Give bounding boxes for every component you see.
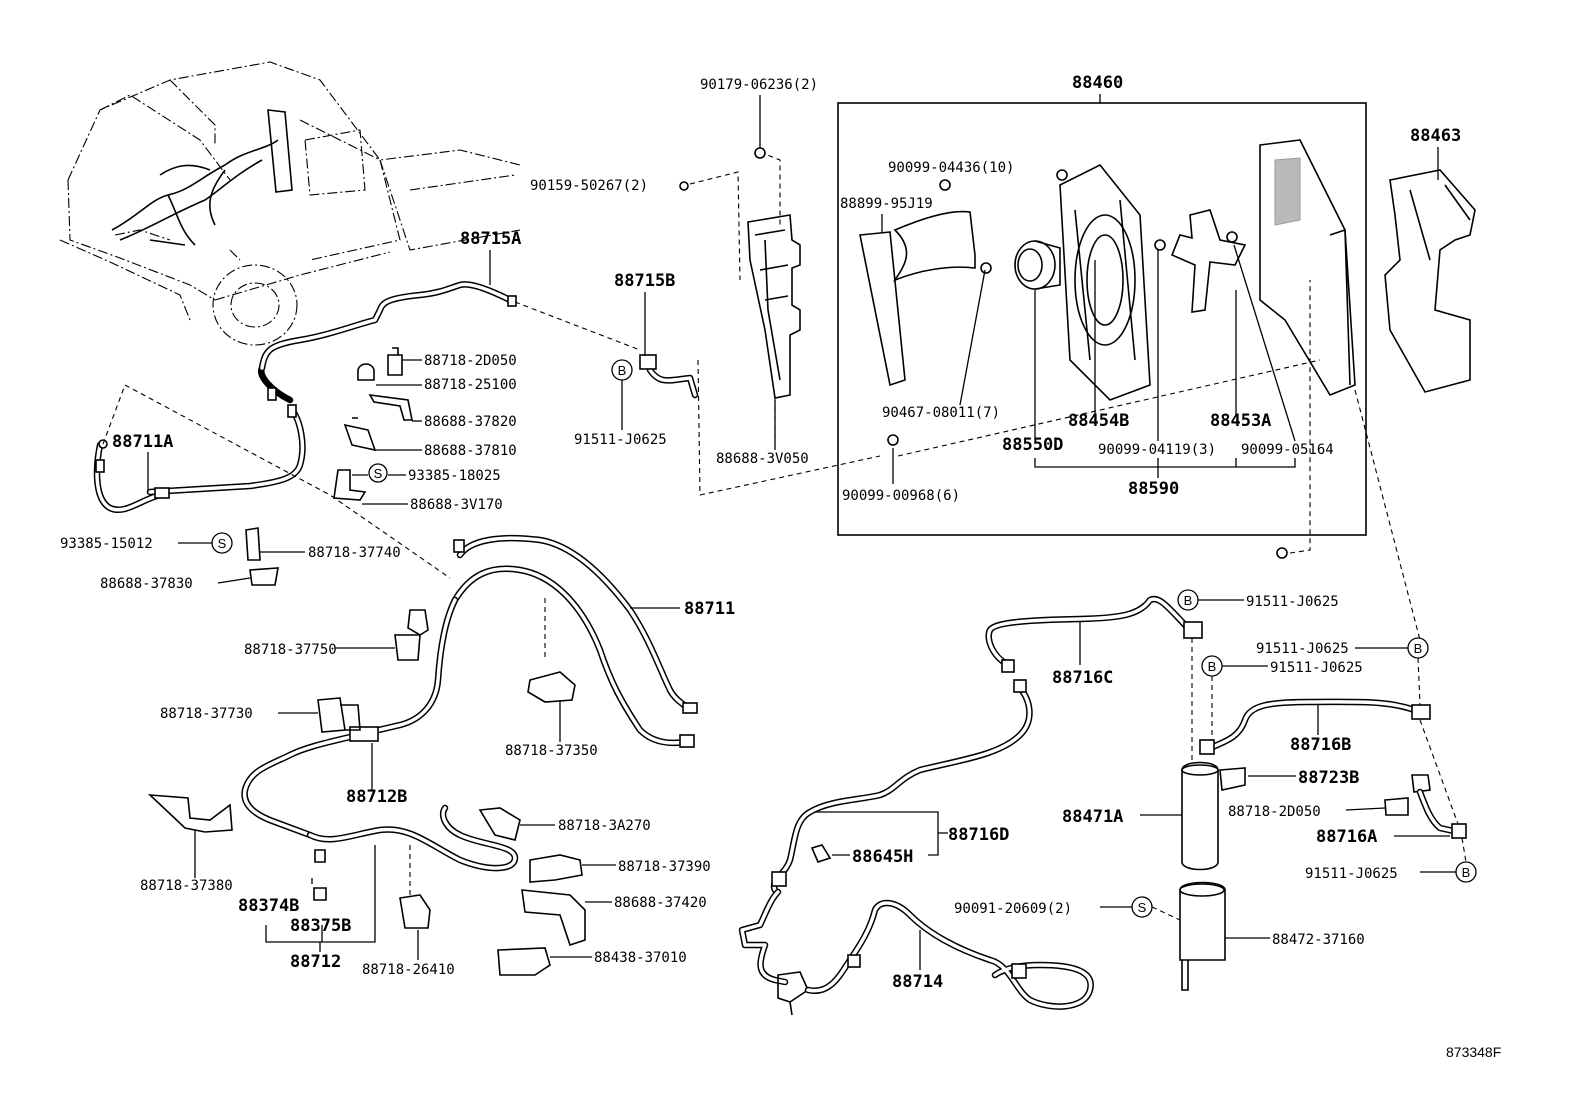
label-88718-2D050-upper: 88718-2D050 — [424, 353, 517, 369]
label-88453A: 88453A — [1210, 411, 1271, 431]
pipe-88711A — [93, 439, 170, 513]
label-88718-37350: 88718-37350 — [505, 743, 598, 759]
b-marker-88716B-right: B — [1414, 641, 1423, 656]
label-88718-37390: 88718-37390 — [618, 859, 711, 875]
label-88645H: 88645H — [852, 847, 913, 867]
group-93385-15012: 93385-15012 S 88718-37740 88688-37830 — [60, 527, 401, 592]
label-88715B: 88715B — [614, 271, 675, 291]
pipe-88715A — [146, 281, 517, 496]
label-88688-37830: 88688-37830 — [100, 576, 193, 592]
left-labels: 88715A 88711A 88718-2D050 88718-25100 88… — [112, 229, 521, 513]
label-93385-15012: 93385-15012 — [60, 536, 153, 552]
label-88716B: 88716B — [1290, 735, 1351, 755]
bracket-88688-3V050: 90179-06236(2) 90159-50267(2) 88688-3V05… — [530, 77, 818, 467]
label-88718-26410: 88718-26410 — [362, 962, 455, 978]
fan-assembly-88460: 88460 88899-95J19 90099-04436(10) 90467-… — [837, 73, 1367, 536]
pipe-88716A: 88718-2D050 88716A B 91511-J0625 — [1228, 719, 1477, 883]
brackets-middle-left: 88718-37750 88718-37730 88718-37350 8871… — [140, 609, 711, 978]
label-88712B: 88712B — [346, 787, 407, 807]
s-marker-93385-18025: S — [374, 466, 383, 481]
pipe-88711: 88711 — [451, 534, 735, 748]
label-88715A: 88715A — [460, 229, 521, 249]
pipe-88715B — [639, 354, 881, 496]
pipe-88714: 88714 — [738, 888, 1094, 1016]
label-91511-J0625-lower: 91511-J0625 — [1305, 866, 1398, 882]
label-90099-04436: 90099-04436(10) — [888, 160, 1014, 176]
s-marker-93385-15012: S — [218, 536, 227, 551]
diagram-reference-code: 873348F — [1446, 1044, 1501, 1060]
label-91511-J0625-mid: 91511-J0625 — [1270, 660, 1363, 676]
label-88711A: 88711A — [112, 432, 173, 452]
label-90159-50267: 90159-50267(2) — [530, 178, 648, 194]
b-marker-91511-upper: B — [618, 363, 627, 378]
label-88718-37730: 88718-37730 — [160, 706, 253, 722]
label-91511-J0625-upper: 91511-J0625 — [1246, 594, 1339, 610]
b-marker-88716C: B — [1184, 593, 1193, 608]
receiver-88471A: 88723B 88471A 88472-37160 S 90091-20609(… — [954, 761, 1365, 991]
label-88718-37380: 88718-37380 — [140, 878, 233, 894]
label-88688-37420: 88688-37420 — [614, 895, 707, 911]
label-90179-06236: 90179-06236(2) — [700, 77, 818, 93]
label-88374B: 88374B — [238, 896, 299, 916]
label-88718-2D050-lower: 88718-2D050 — [1228, 804, 1321, 820]
label-88716C: 88716C — [1052, 668, 1113, 688]
label-88688-37820: 88688-37820 — [424, 414, 517, 430]
label-88463: 88463 — [1410, 126, 1461, 146]
label-88438-37010: 88438-37010 — [594, 950, 687, 966]
bracket-88463: 88463 — [1276, 126, 1476, 641]
label-88718-37750: 88718-37750 — [244, 642, 337, 658]
pipe-88716B: 88716B B B 91511-J0625 91511-J0625 — [1199, 637, 1431, 755]
label-88472-37160: 88472-37160 — [1272, 932, 1365, 948]
label-91511-J0625-left: 91511-J0625 — [574, 432, 667, 448]
label-88723B: 88723B — [1298, 768, 1359, 788]
s-marker-90091-20609: S — [1138, 900, 1147, 915]
label-88550D: 88550D — [1002, 435, 1063, 455]
label-88718-25100: 88718-25100 — [424, 377, 517, 393]
label-88711: 88711 — [684, 599, 735, 619]
pipe-88716D: 88716D 88645H — [770, 679, 1033, 894]
label-88688-37810: 88688-37810 — [424, 443, 517, 459]
group-88715B: 88715B B 91511-J0625 — [574, 271, 675, 448]
label-88716D: 88716D — [948, 825, 1009, 845]
label-88899-95J19: 88899-95J19 — [840, 196, 933, 212]
vehicle-sketch — [59, 61, 521, 346]
label-88688-3V050: 88688-3V050 — [716, 451, 809, 467]
label-88471A: 88471A — [1062, 807, 1123, 827]
label-90091-20609: 90091-20609(2) — [954, 901, 1072, 917]
pipe-88712B: 88712B — [241, 596, 519, 872]
label-88460: 88460 — [1072, 73, 1123, 93]
label-93385-18025: 93385-18025 — [408, 468, 501, 484]
label-88718-3A270: 88718-3A270 — [558, 818, 651, 834]
pipe-88716C: 88716C B 91511-J0625 — [985, 589, 1339, 760]
b-marker-88716A: B — [1462, 865, 1471, 880]
label-88688-3V170: 88688-3V170 — [410, 497, 503, 513]
label-90099-00968: 90099-00968(6) — [842, 488, 960, 504]
label-91511-J0625-right: 91511-J0625 — [1256, 641, 1349, 657]
b-marker-88716B-left: B — [1208, 659, 1217, 674]
label-88454B: 88454B — [1068, 411, 1129, 431]
label-88375B: 88375B — [290, 916, 351, 936]
label-88712: 88712 — [290, 952, 341, 972]
label-88716A: 88716A — [1316, 827, 1377, 847]
label-90467-08011: 90467-08011(7) — [882, 405, 1000, 421]
label-90099-05164: 90099-05164 — [1241, 442, 1334, 458]
label-88590: 88590 — [1128, 479, 1179, 499]
label-88714: 88714 — [892, 972, 943, 992]
label-88718-37740: 88718-37740 — [308, 545, 401, 561]
label-90099-04119: 90099-04119(3) — [1098, 442, 1216, 458]
